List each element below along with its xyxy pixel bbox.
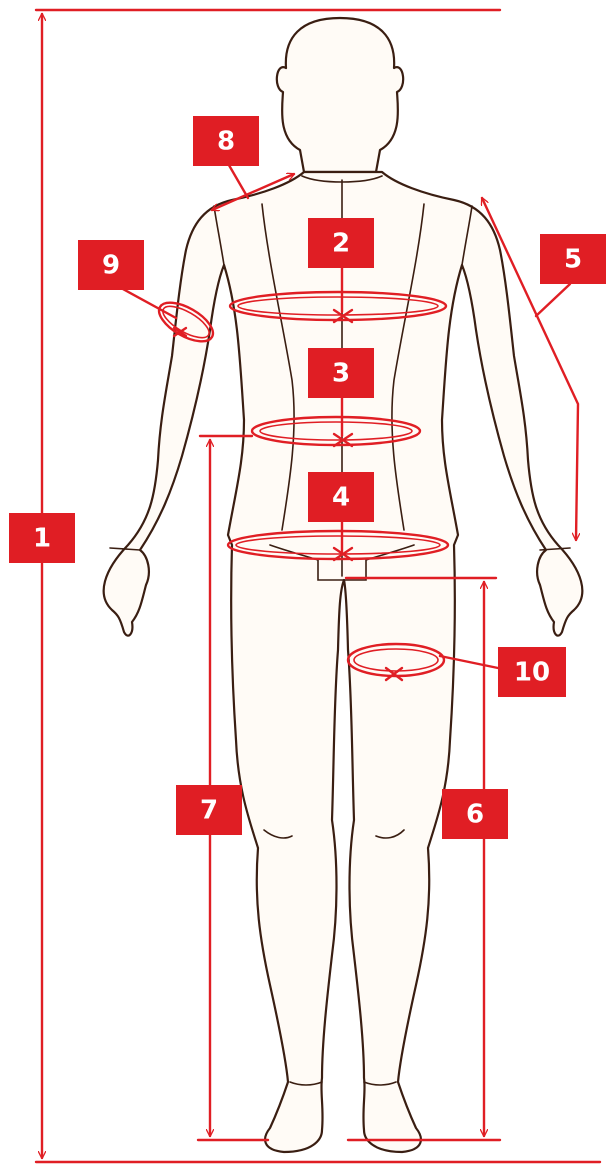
- badge-10-label: 10: [514, 658, 550, 688]
- badge-9: 9: [78, 240, 144, 290]
- badge-1-label: 1: [33, 524, 51, 554]
- badge-7: 7: [176, 785, 242, 835]
- badge-10: 10: [498, 647, 566, 697]
- badge-6: 6: [442, 789, 508, 839]
- human-figure: [104, 18, 583, 1152]
- badge-4-label: 4: [332, 483, 350, 513]
- badge-8: 8: [193, 116, 259, 166]
- badge-7-label: 7: [200, 796, 218, 826]
- badge-8-label: 8: [217, 127, 235, 157]
- badge-3: 3: [308, 348, 374, 398]
- badge-5-label: 5: [564, 245, 582, 275]
- badge-1: 1: [9, 513, 75, 563]
- badge-2-label: 2: [332, 229, 350, 259]
- badge-5: 5: [540, 234, 606, 284]
- badge-3-label: 3: [332, 359, 350, 389]
- badge-4: 4: [308, 472, 374, 522]
- head: [277, 18, 403, 172]
- badge-6-label: 6: [466, 800, 484, 830]
- badge-2: 2: [308, 218, 374, 268]
- arm-length-leader: [536, 284, 570, 316]
- badge-9-label: 9: [102, 251, 120, 281]
